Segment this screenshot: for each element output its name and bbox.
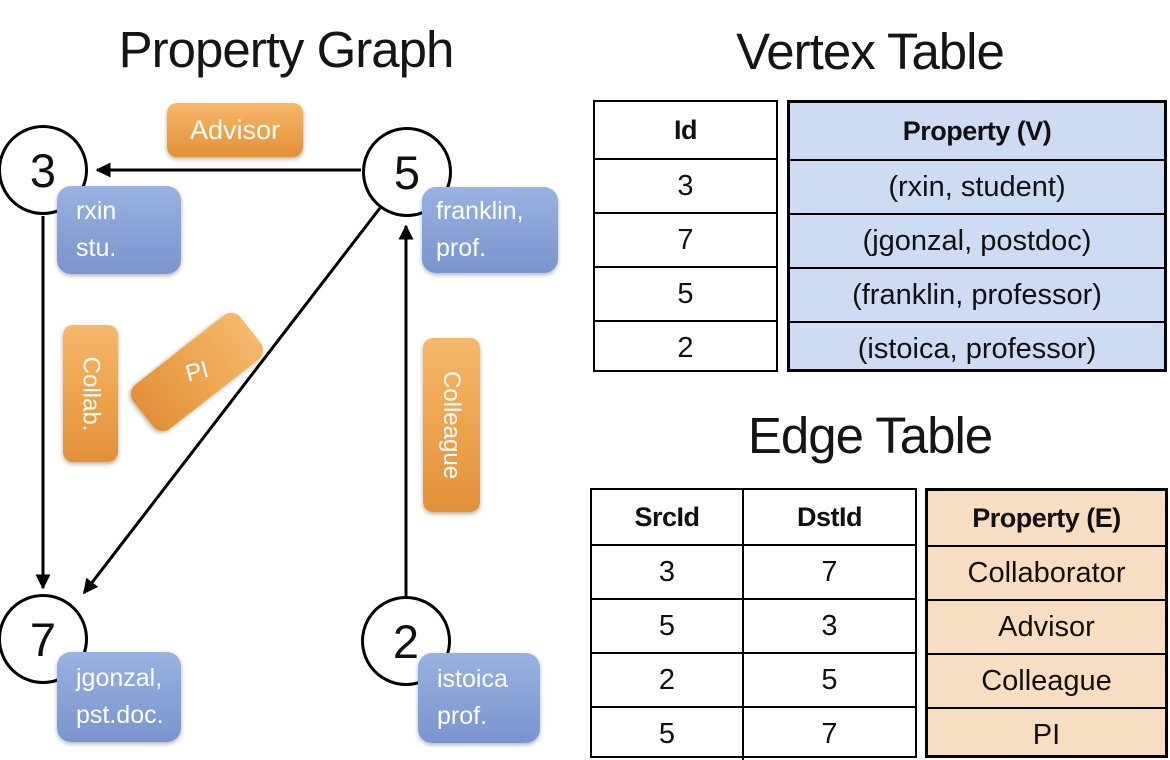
property-graph-title: Property Graph <box>118 21 455 78</box>
vertex-label-2-line1: istoica <box>437 665 508 693</box>
table-row: 5 7 <box>592 706 915 760</box>
edge-label-advisor-text: Advisor <box>189 114 281 145</box>
node-5-id: 5 <box>393 145 421 199</box>
table-row: (franklin, professor) <box>790 267 1164 321</box>
cell-dstid: 5 <box>742 654 915 706</box>
cell-srcid: 3 <box>658 555 676 588</box>
vertex-table-id-column: Id 3 7 5 2 <box>593 100 778 372</box>
vertex-label-7-line1: jgonzal, <box>76 664 163 692</box>
table-row: 7 <box>595 212 776 266</box>
graph-edges <box>35 162 414 596</box>
vertex-label-5: franklin, prof. <box>422 187 558 273</box>
cell-srcid: 5 <box>658 609 676 642</box>
vertex-label-3-line1: rxin <box>76 197 117 225</box>
table-row: 5 3 <box>592 598 915 652</box>
cell-srcid: 5 <box>658 717 676 750</box>
edge-table-property-header: Property (E) <box>972 502 1121 533</box>
vertex-table-property-column: Property (V) (rxin, student) (jgonzal, p… <box>787 100 1167 372</box>
edge-table-ids: SrcId DstId 3 7 5 3 2 5 5 7 <box>590 488 917 760</box>
table-row: 5 <box>595 266 776 320</box>
node-3-id: 3 <box>29 143 57 197</box>
edge-table-dstid-header: DstId <box>742 490 915 544</box>
cell-srcid: 2 <box>658 663 676 696</box>
table-row: Collaborator <box>928 545 1165 599</box>
vertex-label-7-line2: pst.doc. <box>76 701 164 729</box>
vertex-table-id-header: Id <box>674 114 698 145</box>
edge-label-collab-text: Collab. <box>77 356 105 431</box>
edge-table-property-column: Property (E) Collaborator Advisor Collea… <box>925 488 1168 758</box>
edge-table-ids-header: SrcId DstId <box>592 490 915 544</box>
table-row: Advisor <box>928 599 1165 653</box>
node-7-id: 7 <box>29 612 57 666</box>
cell-dstid: 7 <box>742 708 915 760</box>
cell-dstid: 7 <box>742 546 915 598</box>
vertex-label-7: jgonzal, pst.doc. <box>57 652 181 742</box>
graph-node-2: 2 <box>361 596 451 686</box>
edge-table-title: Edge Table <box>747 407 993 464</box>
edge-line-pi-5-to-7 <box>82 207 382 595</box>
table-row: Colleague <box>928 653 1165 707</box>
vertex-table-property-header: Property (V) <box>902 115 1052 146</box>
table-row: 2 <box>595 320 776 374</box>
table-row: 2 5 <box>592 652 915 706</box>
vertex-label-2-line2: prof. <box>437 702 488 730</box>
vertex-label-5-line2: prof. <box>436 234 487 262</box>
edge-table-srcid-header: SrcId <box>634 501 700 532</box>
edge-label-pi-text: PI <box>182 355 212 388</box>
table-row: 3 7 <box>592 544 915 598</box>
cell-dstid: 3 <box>742 600 915 652</box>
edge-label-colleague: Colleague <box>423 338 480 512</box>
vertex-label-2: istoica prof. <box>418 653 540 743</box>
table-row: PI <box>928 707 1165 760</box>
node-2-id: 2 <box>392 614 420 668</box>
vertex-table-title: Vertex Table <box>736 23 1005 80</box>
edge-label-advisor: Advisor <box>167 103 303 157</box>
vertex-label-3: rxin stu. <box>57 186 181 274</box>
table-row: 3 <box>595 158 776 212</box>
graph-node-5: 5 <box>362 127 452 217</box>
vertex-label-5-line1: franklin, <box>436 197 524 225</box>
table-row: (istoica, professor) <box>790 321 1164 375</box>
edge-label-colleague-text: Colleague <box>438 370 466 480</box>
table-row: (jgonzal, postdoc) <box>790 213 1164 267</box>
edge-label-collab: Collab. <box>63 325 118 462</box>
vertex-label-3-line2: stu. <box>76 234 117 262</box>
table-row: (rxin, student) <box>790 159 1164 213</box>
